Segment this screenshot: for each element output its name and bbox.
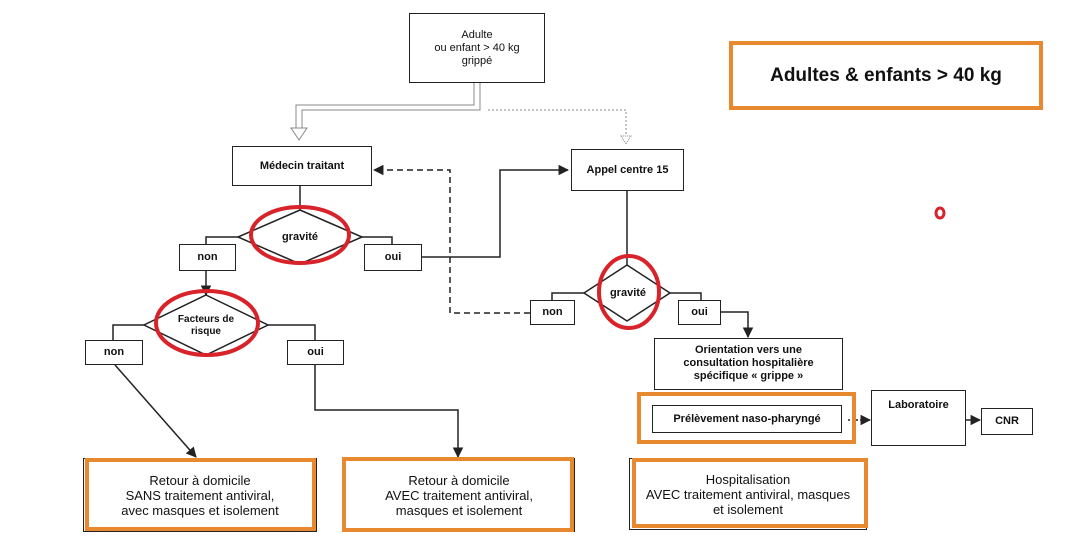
connector-non-retour-sans	[114, 364, 197, 458]
hospitalisation-orange-highlight	[632, 458, 868, 528]
oui-left-node: oui	[364, 244, 422, 271]
connector-non-right-medecin	[372, 164, 530, 314]
connector-gravite-oui	[362, 236, 393, 244]
retour-avec-node: Retour à domicile AVEC traitement antivi…	[343, 458, 575, 532]
retour-avec-orange-highlight	[342, 457, 574, 532]
prelevement-orange-highlight	[637, 392, 856, 444]
connector-start-split	[290, 82, 632, 145]
appel-centre-15-node: Appel centre 15	[571, 149, 684, 191]
retour-sans-orange-highlight	[85, 458, 316, 531]
connector-oui-orientation	[720, 311, 754, 339]
laboratoire-node: Laboratoire	[871, 390, 966, 446]
connector-facteurs-non	[112, 324, 144, 340]
non-facteurs-node: non	[85, 340, 143, 365]
cnr-node: CNR	[981, 408, 1033, 435]
facteurs-label: Facteurs de risque	[177, 314, 235, 337]
hospitalisation-node: Hospitalisation AVEC traitement antivira…	[629, 458, 867, 530]
medecin-traitant-node: Médecin traitant	[232, 146, 372, 186]
connector-oui-retour-avec	[314, 365, 464, 459]
facteurs-red-circle	[154, 289, 260, 357]
retour-sans-node: Retour à domicile SANS traitement antivi…	[83, 458, 317, 532]
oui-right-node: oui	[678, 300, 721, 325]
gravite-right-label: gravité	[609, 287, 647, 299]
gravite-right-red-circle	[597, 254, 661, 330]
oui-facteurs-node: oui	[287, 340, 344, 365]
connector-gravite-right-non	[551, 292, 584, 300]
red-dot-mark	[934, 206, 946, 220]
gravite-left-red-circle	[249, 205, 351, 265]
connector-oui-appel	[422, 164, 570, 258]
prelevement-node: Prélèvement naso-pharyngé	[652, 405, 842, 433]
non-left-node: non	[179, 244, 236, 271]
non-right-node: non	[530, 300, 575, 325]
connector-gravite-non	[205, 236, 238, 244]
start-node: Adulte ou enfant > 40 kg grippé	[409, 13, 545, 83]
page-title: Adultes & enfants > 40 kg	[729, 41, 1043, 110]
gravite-left-label: gravité	[281, 231, 319, 243]
orientation-node: Orientation vers une consultation hospit…	[654, 338, 843, 390]
connector-gravite-right-oui	[670, 292, 702, 300]
connector-facteurs-oui	[268, 324, 316, 340]
